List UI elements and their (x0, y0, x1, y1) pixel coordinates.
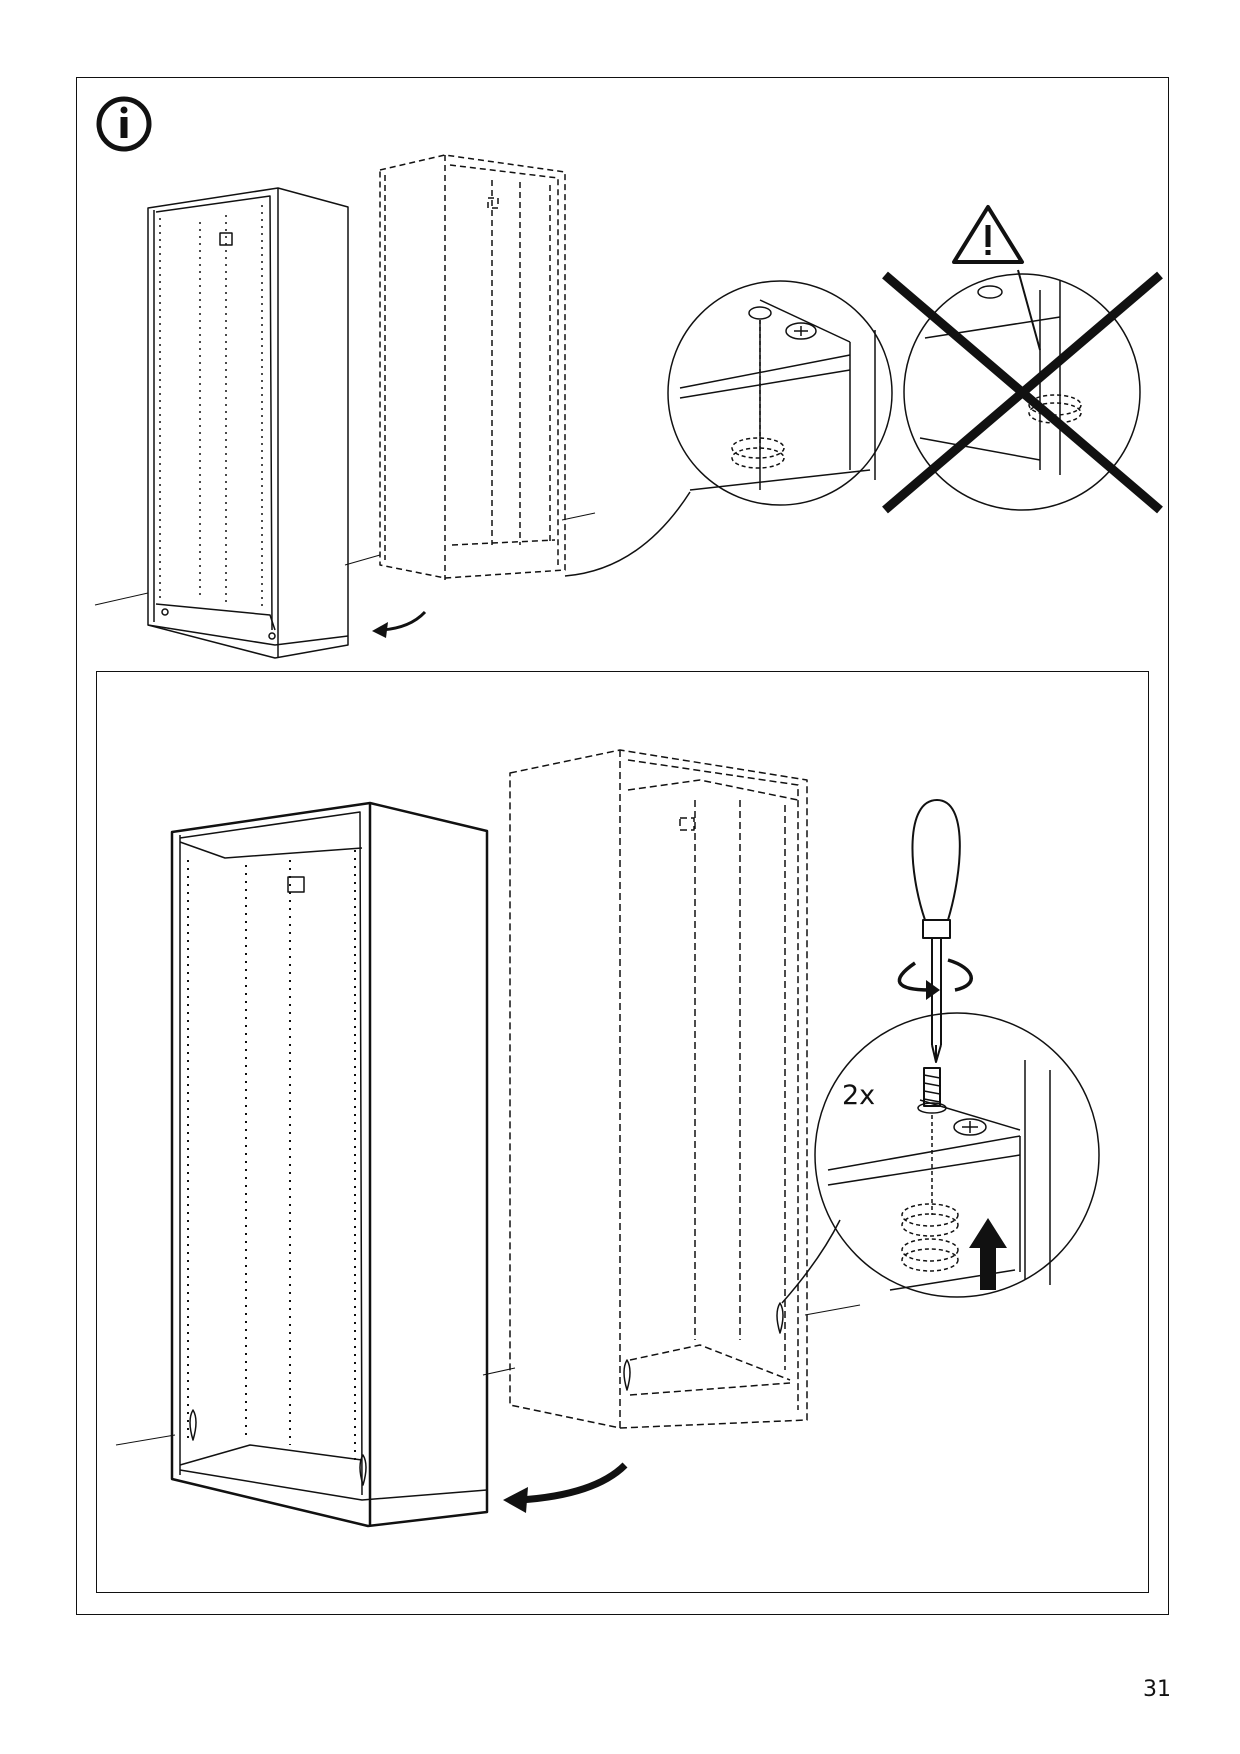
up-arrow-icon (969, 1218, 1007, 1290)
detail-circle-correct (564, 280, 893, 577)
quantity-label: 2x (842, 1080, 876, 1111)
adjustable-foot (623, 1359, 631, 1391)
wardrobe-frame-dashed-large (509, 749, 808, 1430)
detail-circle-adjust-foot (781, 1012, 1100, 1304)
page-number: 31 (1143, 1677, 1171, 1702)
adjustable-foot (776, 1302, 784, 1334)
move-arrow-large (519, 1462, 628, 1504)
move-arrow-small (381, 610, 427, 632)
screwdriver-icon (911, 799, 961, 1063)
wardrobe-frame-small (147, 187, 349, 659)
outer-frame (76, 77, 1169, 1615)
warning-triangle-icon (952, 205, 1024, 264)
wardrobe-frame-dashed-small (379, 154, 566, 580)
info-icon (96, 96, 152, 152)
rotate-arrow-icon (897, 958, 973, 1000)
wardrobe-frame-large (170, 801, 489, 1528)
step-panel (96, 671, 1149, 1593)
detail-circle-incorrect (903, 269, 1141, 511)
prohibited-cross-icon (882, 271, 1163, 514)
floor-lines (94, 512, 596, 606)
